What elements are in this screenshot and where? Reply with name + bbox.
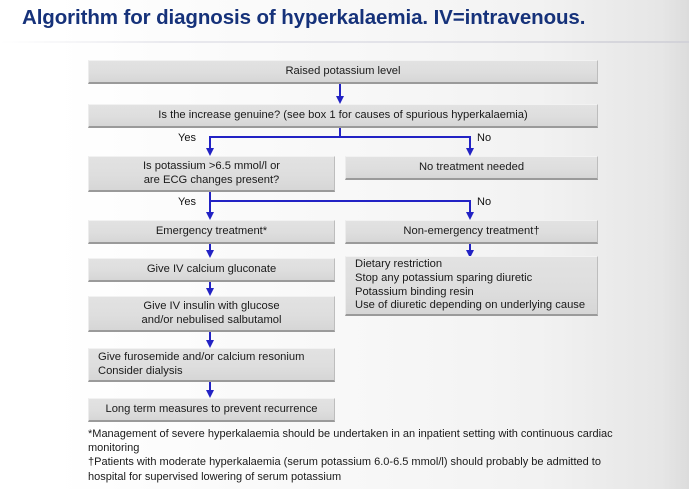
flow-box-line: Is potassium >6.5 mmol/l or (142, 159, 281, 172)
connector-nonemergency-to-measures (469, 244, 471, 252)
flow-box-line: Give furosemide and/or calcium resonium (98, 350, 305, 363)
branch-label-genuine-yes: Yes (178, 132, 196, 144)
connector-genuine-no-drop (469, 136, 471, 150)
flow-box-line: Stop any potassium sparing diuretic (355, 271, 533, 284)
flow-box-line: Non-emergency treatment† (403, 224, 540, 237)
flow-box-line: Give IV insulin with glucose (143, 299, 280, 312)
arrowhead-genuine-no (465, 148, 474, 156)
flow-box-line: Give IV calcium gluconate (146, 262, 277, 275)
connector-genuine-split (209, 136, 471, 138)
footnote-dagger: †Patients with moderate hyperkalaemia (s… (88, 456, 601, 483)
page-title: Algorithm for diagnosis of hyperkalaemia… (22, 6, 586, 29)
flow-box-emergency-treatment: Emergency treatment* (88, 220, 335, 244)
title-bar: Algorithm for diagnosis of hyperkalaemia… (0, 0, 689, 43)
arrowhead-emergency-to-gluconate (205, 250, 214, 258)
flow-box-line: are ECG changes present? (143, 173, 280, 186)
footnotes: *Management of severe hyperkalaemia shou… (88, 427, 628, 484)
arrowhead-gluconate-to-insulin (205, 288, 214, 296)
connector-emergency-to-gluconate (209, 244, 211, 252)
arrowhead-raised-to-genuine (335, 96, 344, 104)
connector-genuine-yes-drop (209, 136, 211, 150)
flow-box-line: Is the increase genuine? (see box 1 for … (158, 108, 528, 121)
flow-box-line: Long term measures to prevent recurrence (105, 402, 318, 415)
flow-box-no-treatment-needed: No treatment needed (345, 156, 598, 180)
connector-severity-no-drop (469, 200, 471, 214)
flow-box-give-iv-calcium-gluconate: Give IV calcium gluconate (88, 258, 335, 282)
title-divider (0, 41, 689, 43)
flow-box-raised-potassium-level: Raised potassium level (88, 60, 598, 84)
connector-insulin-to-furosemide (209, 332, 211, 342)
arrowhead-insulin-to-furosemide (205, 340, 214, 348)
connector-raised-to-genuine (339, 84, 341, 98)
connector-severity-split (209, 200, 471, 202)
flow-box-line: Consider dialysis (98, 364, 183, 377)
arrowhead-genuine-yes (205, 148, 214, 156)
flow-box-non-emergency-measures: Dietary restriction Stop any potassium s… (345, 256, 598, 316)
flow-box-give-furosemide: Give furosemide and/or calcium resonium … (88, 348, 335, 382)
flow-box-long-term-measures: Long term measures to prevent recurrence (88, 398, 335, 422)
flow-box-is-increase-genuine: Is the increase genuine? (see box 1 for … (88, 104, 598, 128)
flow-box-line: Raised potassium level (285, 64, 401, 77)
flow-box-line: Use of diuretic depending on underlying … (355, 299, 586, 312)
connector-gluconate-to-insulin (209, 282, 211, 290)
flow-box-give-iv-insulin: Give IV insulin with glucose and/or nebu… (88, 296, 335, 332)
branch-label-genuine-no: No (477, 132, 492, 144)
arrowhead-furosemide-to-longterm (205, 390, 214, 398)
flow-box-line: No treatment needed (418, 160, 525, 173)
flow-box-line: Dietary restriction (355, 258, 443, 271)
flow-box-line: Emergency treatment* (155, 224, 268, 237)
branch-label-severity-yes: Yes (178, 196, 196, 208)
connector-severity-stem (209, 192, 211, 202)
footnote-asterisk: *Management of severe hyperkalaemia shou… (88, 428, 613, 455)
flow-box-line: and/or nebulised salbutamol (141, 313, 282, 326)
arrowhead-nonemergency-to-measures (465, 250, 474, 258)
connector-genuine-stem (339, 128, 341, 138)
arrowhead-severity-no (465, 212, 474, 220)
connector-severity-yes-drop (209, 200, 211, 214)
branch-label-severity-no: No (477, 196, 492, 208)
flow-box-non-emergency-treatment: Non-emergency treatment† (345, 220, 598, 244)
arrowhead-severity-yes (205, 212, 214, 220)
connector-furosemide-to-longterm (209, 382, 211, 392)
flow-box-is-potassium-high: Is potassium >6.5 mmol/l or are ECG chan… (88, 156, 335, 192)
flow-box-line: Potassium binding resin (355, 285, 474, 298)
